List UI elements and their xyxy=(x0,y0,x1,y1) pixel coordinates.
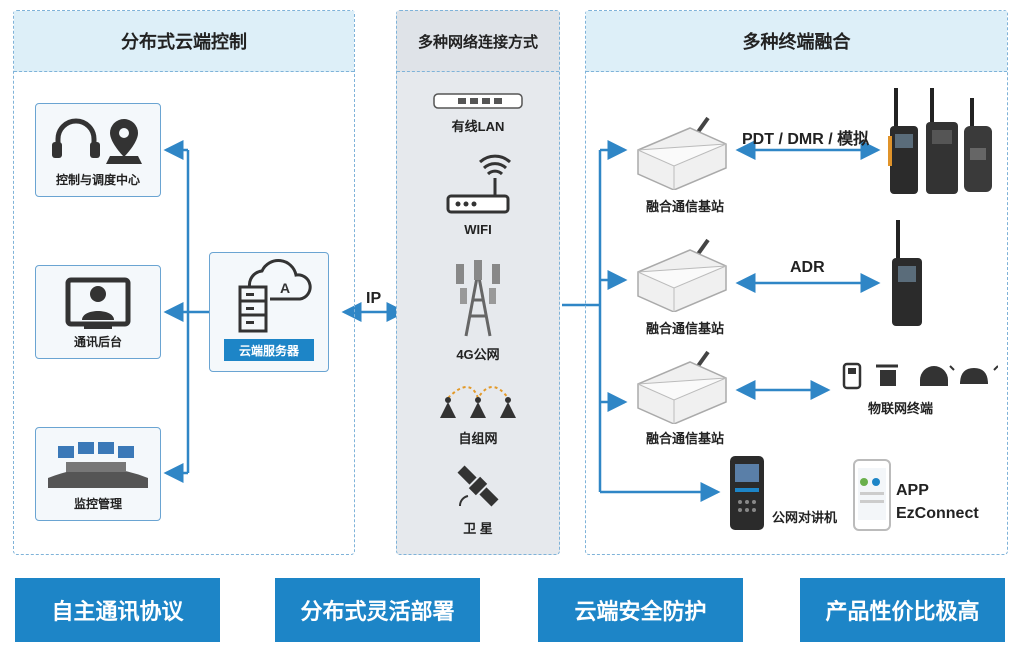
control-room-icon xyxy=(48,442,148,488)
monitor-label: 监控管理 xyxy=(73,497,122,511)
network-label-lan: 有线LAN xyxy=(451,119,505,134)
smartphone-icon xyxy=(853,459,891,531)
iot-devices-icon xyxy=(842,362,998,390)
public-radio-icon xyxy=(730,456,764,530)
cloud-control-panel: 分布式云端控制 xyxy=(13,10,355,555)
cell-tower-icon xyxy=(456,260,500,337)
feature-badge-protocol: 自主通讯协议 xyxy=(15,578,220,642)
cloud-server-box: A 云端服务器 xyxy=(209,252,329,372)
dispatch-center-label: 控制与调度中心 xyxy=(55,173,140,187)
dispatch-center-box: 控制与调度中心 xyxy=(35,103,161,197)
pdt-dmr-label: PDT / DMR / 模拟 xyxy=(742,131,870,148)
station-label-3: 融合通信基站 xyxy=(645,431,724,446)
cloud-server-icon: A xyxy=(238,259,312,333)
svg-text:A: A xyxy=(280,280,290,296)
network-label-mesh: 自组网 xyxy=(458,431,498,446)
comm-backend-box: 通讯后台 xyxy=(35,265,161,359)
comm-backend-label: 通讯后台 xyxy=(73,335,122,349)
adr-radio-icon xyxy=(892,220,922,326)
ip-label: IP xyxy=(366,290,382,307)
iot-label: 物联网终端 xyxy=(868,401,934,416)
adr-label: ADR xyxy=(790,259,825,276)
panel-title-terminal: 多种终端融合 xyxy=(586,11,1007,72)
base-station-icon-3 xyxy=(637,350,727,424)
app-label-line2: EzConnect xyxy=(896,505,979,522)
feature-badge-deployment: 分布式灵活部署 xyxy=(275,578,480,642)
monitor-user-icon xyxy=(65,277,131,329)
radio-handsets-icon xyxy=(888,88,992,194)
public-radio-label: 公网对讲机 xyxy=(772,510,838,525)
app-label-line1: APP xyxy=(896,482,929,499)
station-label-1: 融合通信基站 xyxy=(645,199,724,214)
lan-router-icon xyxy=(433,93,523,109)
cloud-server-label: 云端服务器 xyxy=(224,339,314,361)
mesh-network-icon xyxy=(440,386,516,418)
base-station-icon-2 xyxy=(637,238,727,312)
network-label-satellite: 卫 星 xyxy=(463,521,493,536)
network-label-wifi: WIFI xyxy=(464,222,492,237)
headset-location-icon xyxy=(52,118,142,164)
feature-badge-value: 产品性价比极高 xyxy=(800,578,1005,642)
monitor-box: 监控管理 xyxy=(35,427,161,521)
station-label-2: 融合通信基站 xyxy=(645,321,724,336)
terminal-panel: 多种终端融合 xyxy=(585,10,1008,555)
panel-title-network: 多种网络连接方式 xyxy=(397,11,559,72)
panel-title-cloud-control: 分布式云端控制 xyxy=(14,11,354,72)
base-station-icon-1 xyxy=(637,116,727,190)
network-label-4g: 4G公网 xyxy=(456,347,500,362)
wifi-router-icon xyxy=(446,154,512,214)
feature-badge-security: 云端安全防护 xyxy=(538,578,743,642)
satellite-icon xyxy=(457,465,499,507)
